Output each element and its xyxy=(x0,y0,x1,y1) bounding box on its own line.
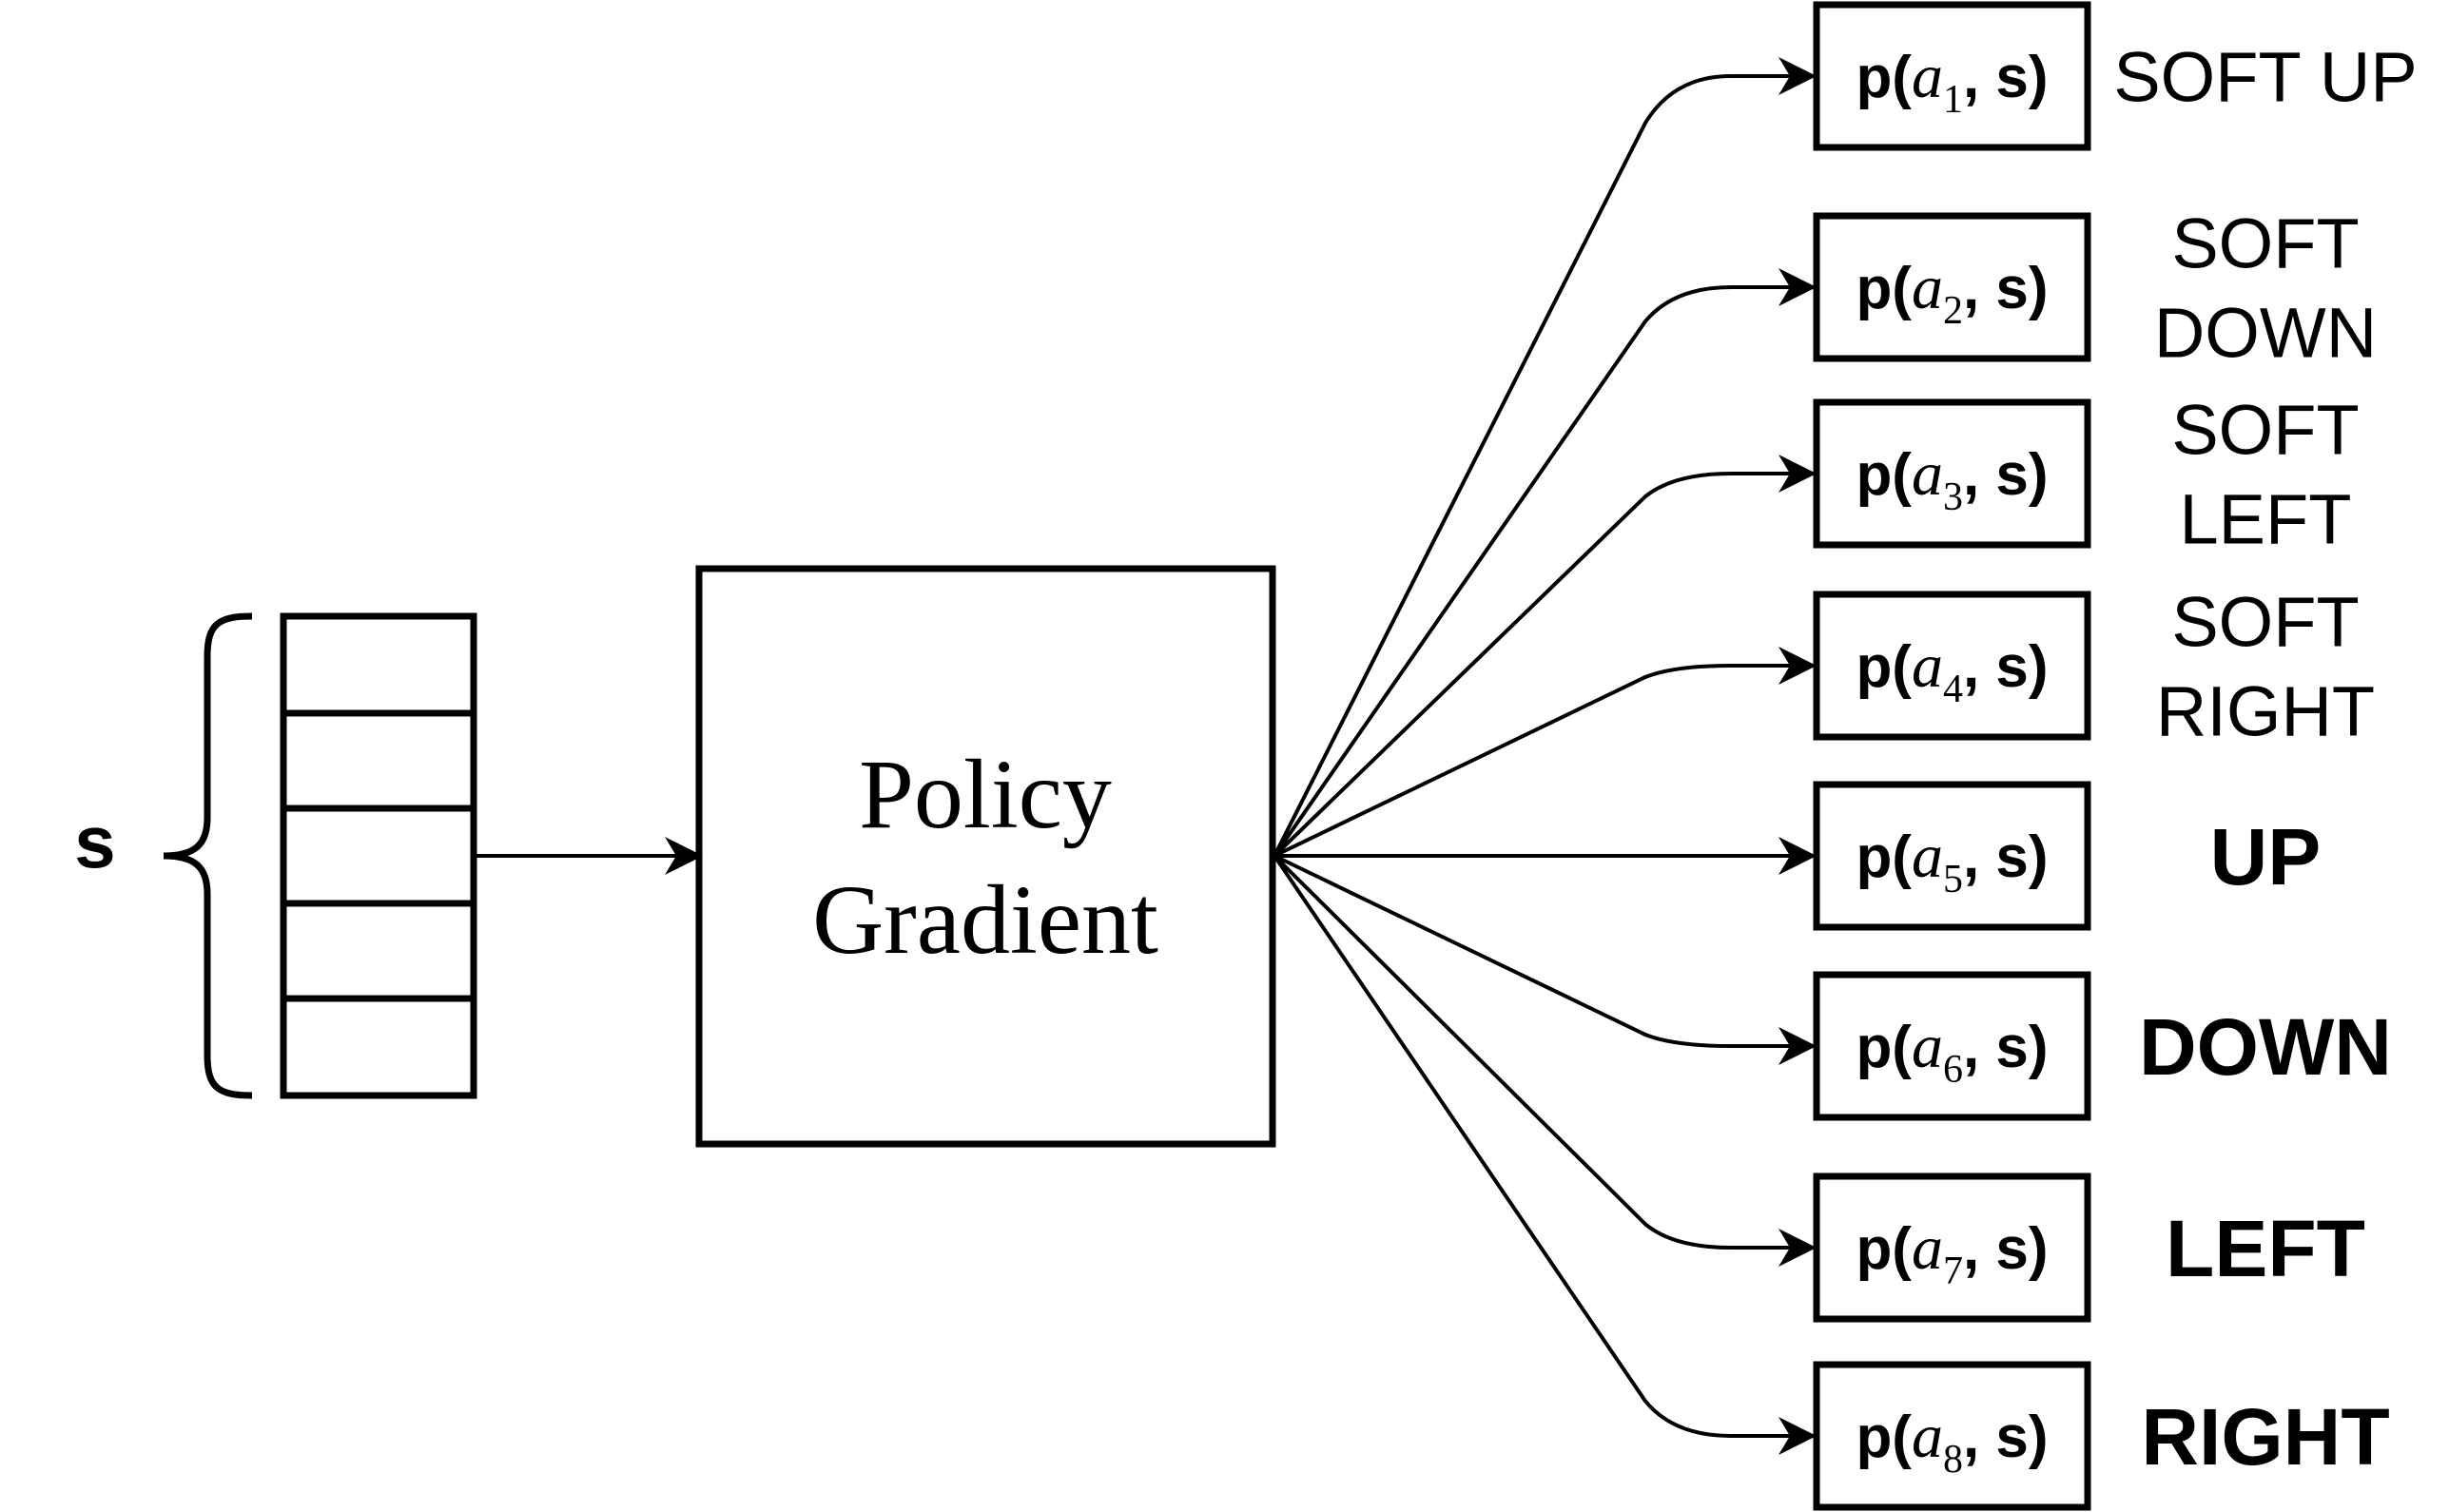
action-label: LEFT xyxy=(2180,480,2352,559)
state-label: s xyxy=(74,800,115,883)
action-label: LEFT xyxy=(2166,1204,2365,1293)
probability-label: p(a4, s) xyxy=(1856,631,2048,711)
action-label: RIGHT xyxy=(2156,672,2375,751)
probability-box xyxy=(1813,1361,2091,1511)
output-arrow xyxy=(1273,647,1817,858)
output-arrow xyxy=(1273,455,1817,858)
output-group: p(a1, s) SOFT UP p(a2, s) SOFT DOWN p(a3, s) S… xyxy=(1273,1,2418,1511)
action-label: SOFT UP xyxy=(2113,38,2417,117)
probability-box xyxy=(1813,1173,2091,1323)
policy-gradient-box xyxy=(695,565,1276,1148)
probability-label: p(a5, s) xyxy=(1856,822,2048,901)
probability-label: p(a1, s) xyxy=(1856,42,2048,122)
probability-label: p(a8, s) xyxy=(1856,1402,2048,1482)
probability-label: p(a3, s) xyxy=(1856,439,2048,519)
probability-box xyxy=(1813,971,2091,1121)
probability-label: p(a6, s) xyxy=(1856,1012,2048,1092)
probability-label: p(a2, s) xyxy=(1856,253,2048,333)
state-vector-frame xyxy=(280,612,477,1099)
output-arrow xyxy=(1273,854,1817,1267)
policy-label: Policy xyxy=(859,740,1112,849)
probability-label: p(a7, s) xyxy=(1856,1213,2048,1293)
probability-box xyxy=(1813,212,2091,362)
probability-box xyxy=(1813,1,2091,151)
action-label: RIGHT xyxy=(2141,1392,2389,1482)
action-label: UP xyxy=(2210,812,2322,901)
action-label: SOFT xyxy=(2171,583,2359,662)
state-brace xyxy=(163,612,253,1099)
output-arrow xyxy=(1273,57,1817,857)
output-arrow xyxy=(1273,268,1817,858)
probability-box xyxy=(1813,781,2091,931)
output-arrow xyxy=(1273,854,1817,1065)
state-vector xyxy=(280,612,477,1099)
output-arrow xyxy=(1273,854,1817,1455)
action-label: SOFT xyxy=(2171,391,2359,470)
probability-box xyxy=(1813,398,2091,549)
gradient-label: Gradient xyxy=(812,865,1158,975)
probability-box xyxy=(1813,591,2091,741)
action-label: SOFT xyxy=(2171,204,2359,283)
action-label: DOWN xyxy=(2154,294,2377,373)
action-label: DOWN xyxy=(2139,1002,2392,1092)
